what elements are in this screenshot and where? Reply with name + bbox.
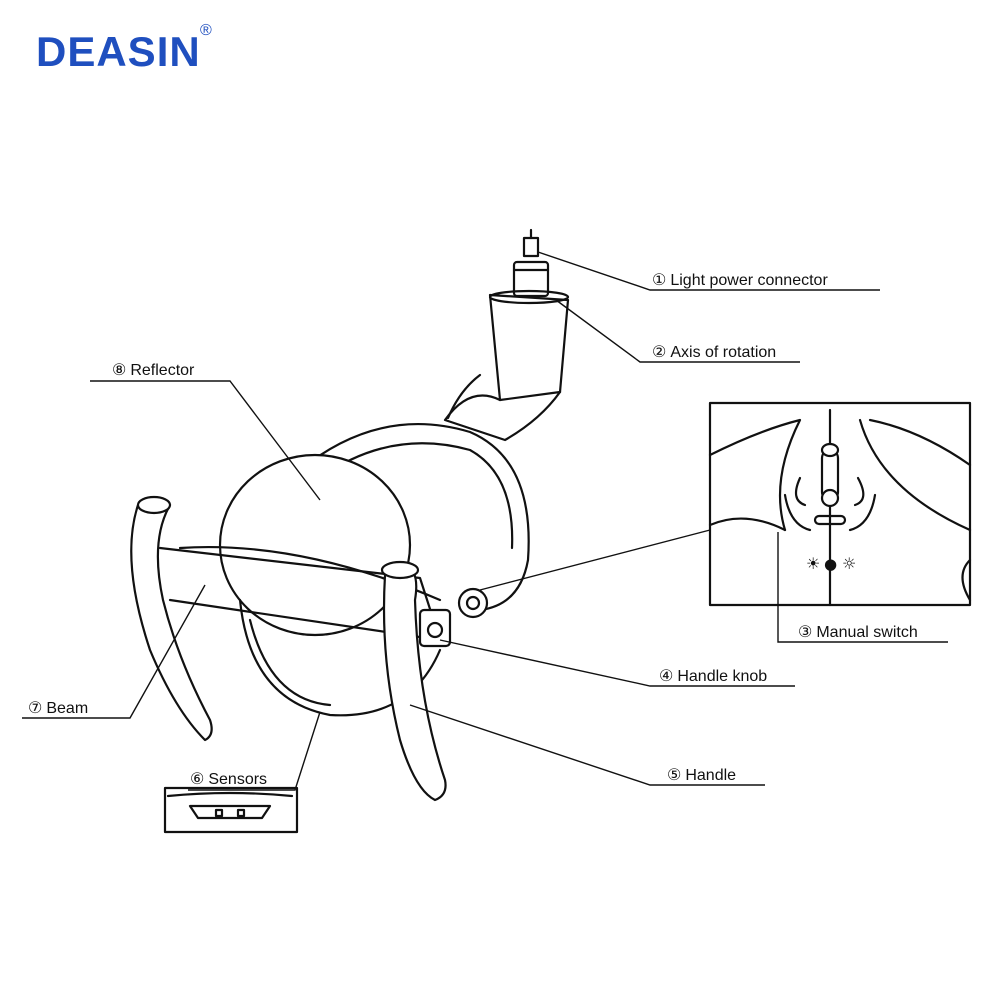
rotation-axis-drawing	[443, 289, 570, 442]
leader-reflector	[90, 380, 321, 501]
leader-manual-switch	[777, 532, 948, 643]
callout-number: ②	[652, 344, 667, 361]
callout-label: Sensors	[208, 771, 268, 788]
leader-sensors	[188, 711, 321, 791]
bright-symbol: ☼	[842, 554, 856, 573]
callout-label: Handle	[685, 767, 737, 784]
reflector-drawing	[218, 453, 442, 717]
leader-manual-switch-to-inset	[479, 529, 711, 591]
leader-lines	[22, 251, 948, 791]
manual-switch-inset	[708, 401, 972, 607]
callout-label: Beam	[46, 700, 89, 717]
handle-drawing	[380, 560, 447, 802]
dim-symbol: ☀	[806, 554, 820, 573]
sensors-inset	[163, 786, 299, 834]
callout-number: ⑦	[28, 700, 43, 717]
handle-knob-drawing	[418, 587, 489, 648]
callout-label: Light power connector	[670, 272, 828, 289]
leader-handle	[409, 704, 765, 786]
callout-label: Axis of rotation	[670, 344, 777, 361]
callout-label: Manual switch	[816, 624, 918, 641]
leader-beam	[22, 584, 206, 719]
callout-number: ⑥	[190, 771, 205, 788]
callout-number: ⑧	[112, 362, 127, 379]
callout-number: ⑤	[667, 767, 682, 784]
leader-axis-of-rotation	[555, 299, 800, 363]
callout-number: ④	[659, 668, 674, 685]
power-connector-drawing	[512, 228, 550, 298]
registered-mark: ®	[200, 22, 212, 39]
callout-label: Reflector	[130, 362, 195, 379]
leader-handle-knob	[439, 639, 795, 687]
lamp-housing-drawing	[298, 422, 530, 612]
indicator-dot: ●	[824, 555, 837, 573]
callout-label: Handle knob	[677, 668, 768, 685]
callout-number: ①	[652, 272, 667, 289]
leader-light-power-connector	[537, 251, 880, 291]
brand-logo: DEASIN	[36, 28, 201, 75]
callout-number: ③	[798, 624, 813, 641]
